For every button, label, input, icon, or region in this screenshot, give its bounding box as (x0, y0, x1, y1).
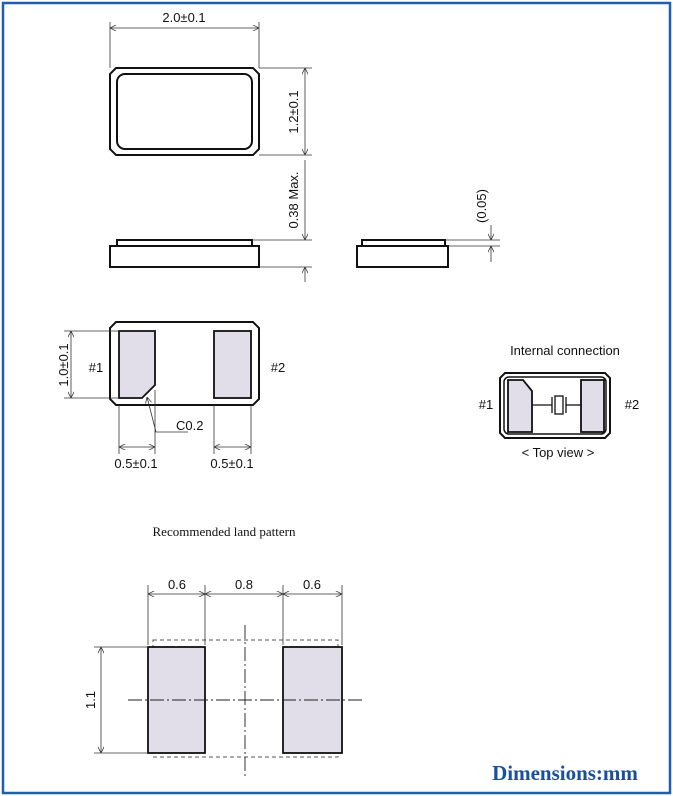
pad-height-dimension: 1.0±0.1 (56, 343, 71, 386)
units-label: Dimensions:mm (492, 761, 638, 785)
thickness-dimension: 0.38 Max. (286, 171, 301, 228)
pad1-width-dimension: 0.5±0.1 (114, 456, 157, 471)
top-view: 2.0±0.1 1.2±0.1 (109, 10, 312, 156)
land-pattern-title: Recommended land pattern (153, 524, 296, 539)
chamfer-label: C0.2 (176, 418, 203, 433)
land-right-dimension: 0.6 (303, 577, 321, 592)
pin1-label: #1 (89, 360, 103, 375)
top-view-caption: < Top view > (522, 445, 595, 460)
pin2-label: #2 (271, 360, 285, 375)
internal-connection-title: Internal connection (510, 343, 620, 358)
internal-pin2-label: #2 (625, 397, 639, 412)
height-dimension: 1.2±0.1 (286, 90, 301, 133)
bottom-view: #1 #2 1.0±0.1 C0.2 0.5±0.1 0.5±0.1 (56, 321, 285, 471)
side-view: 0.38 Max. (0.05) (109, 160, 500, 282)
land-pattern: Recommended land pattern 0.6 0.8 0.6 1.1 (83, 524, 362, 778)
pad2-width-dimension: 0.5±0.1 (210, 456, 253, 471)
width-dimension: 2.0±0.1 (162, 10, 205, 25)
land-mid-dimension: 0.8 (235, 577, 253, 592)
internal-pin1-label: #1 (479, 397, 493, 412)
land-height-dimension: 1.1 (83, 691, 98, 709)
crystal-symbol-icon (532, 395, 581, 415)
step-dimension: (0.05) (474, 189, 489, 223)
internal-connection: Internal connection #1 #2 < Top view > (479, 343, 639, 460)
land-left-dimension: 0.6 (168, 577, 186, 592)
